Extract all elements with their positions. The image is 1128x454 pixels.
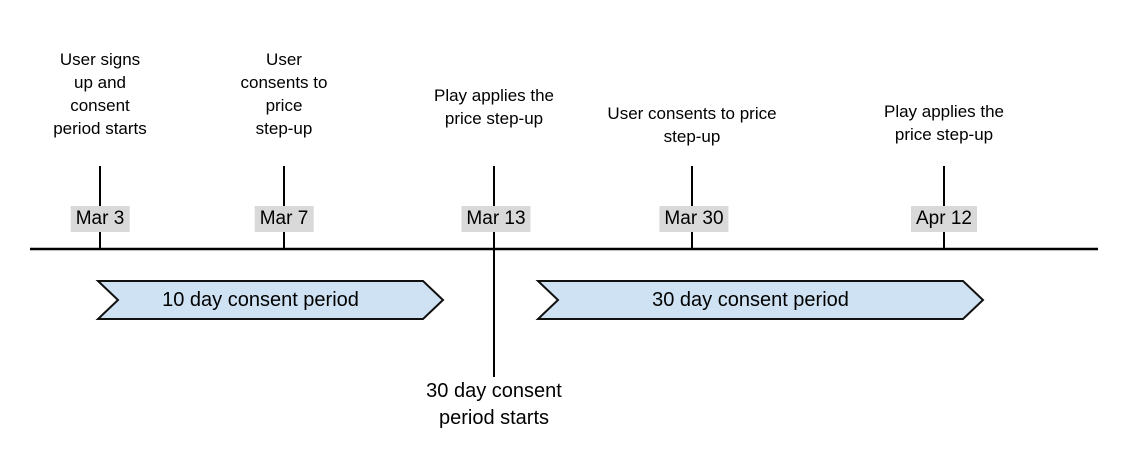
date-badge-mar-13: Mar 13 [461,206,531,232]
date-badge-mar-3: Mar 3 [70,206,130,232]
event-label-mar-13: Play applies the price step-up [433,86,555,128]
event-label-mar-3: User signs up and consent period starts [53,50,147,138]
consent-period-arrow-10-day [95,280,445,320]
consent-period-arrow-30-day [535,280,985,320]
mar-13-below-annotation: 30 day consent period starts [426,380,562,429]
period-label-30-day: 30 day consent period [652,289,849,311]
event-label-mar-30: User consents to price step-up [607,104,777,146]
date-badge-mar-7: Mar 7 [254,206,314,232]
event-label-apr-12: Play applies the price step-up [883,102,1005,144]
period-label-10-day: 10 day consent period [162,289,359,311]
event-label-mar-7: User consents to price step-up [240,50,328,138]
date-badge-apr-12: Apr 12 [911,206,977,232]
date-badge-mar-30: Mar 30 [659,206,729,232]
